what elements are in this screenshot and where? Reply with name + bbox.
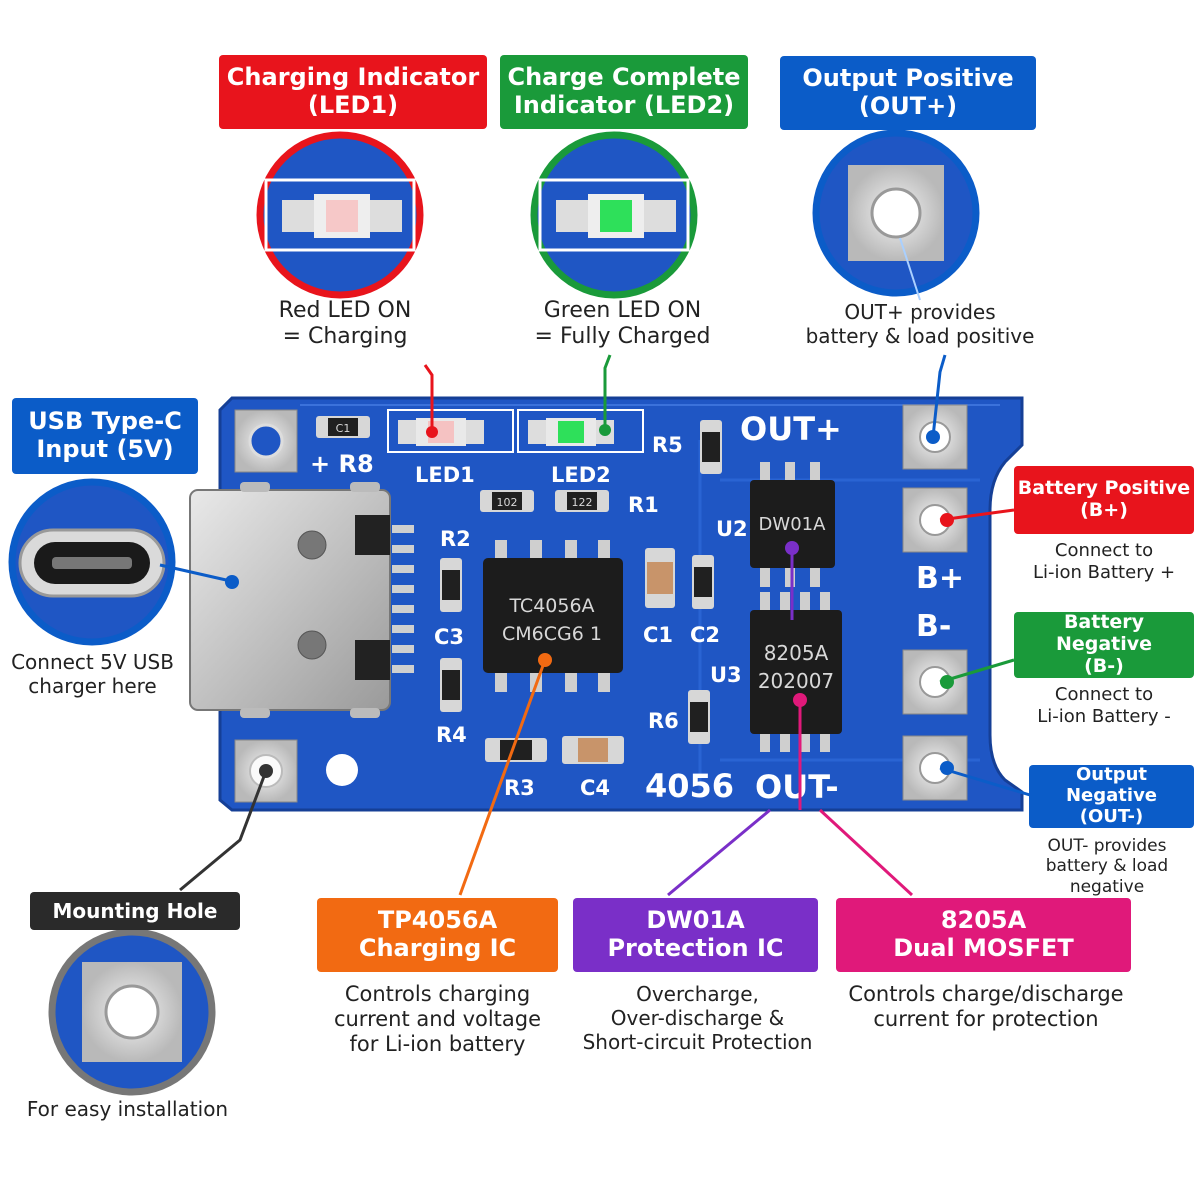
resistor-r5 [700,420,722,474]
silk-r2: R2 [440,527,471,551]
resistor-r1b: 122 [555,490,609,512]
svg-text:C1: C1 [336,422,351,435]
silkscreen: OUT+ OUT- B+ B- + R8 LED1 LED2 R5 R1 R2 … [310,410,964,806]
tp4056-marking-1: TC4056A [508,595,594,617]
silk-out-plus: OUT+ [740,410,842,448]
out-plus-callout-title: Output Positive(OUT+) [780,56,1036,130]
dw01a-chip: DW01A [750,462,835,587]
resistor-r6 [688,690,710,744]
resistor-r1: 102 [480,490,534,512]
silk-r3: R3 [504,776,535,800]
battery-positive-callout-title: Battery Positive(B+) [1014,466,1194,534]
silk-model: 4056 [645,767,734,805]
led2-zoom [530,131,698,299]
silk-r4: R4 [436,723,467,747]
mosfet-marking-2: 202007 [758,669,834,693]
led1-red [398,418,484,446]
capacitor-c1 [645,548,675,608]
usb-c-zoom [8,478,176,646]
silk-c2: C2 [690,623,720,647]
tp4056-chip: TC4056A CM6CG6 1 [483,540,623,692]
pad-out-minus[interactable] [902,735,968,801]
out-plus-zoom [812,129,980,297]
silk-u2: U2 [716,517,748,541]
resistor-r3 [485,738,547,762]
capacitor-c4 [562,736,624,764]
silk-r1: R1 [628,493,659,517]
led1-callout-title: Charging Indicator(LED1) [219,55,487,129]
silk-b-plus: B+ [916,561,964,596]
battery-negative-callout-title: Battery Negative(B-) [1014,611,1194,678]
silk-b-minus: B- [916,609,951,644]
resistor-r8: C1 [316,416,370,438]
pad-b-minus[interactable] [902,649,968,715]
silk-c3: C3 [434,625,464,649]
mounting-hole-callout-desc: For easy installation [26,1097,229,1121]
mosfet-marking-1: 8205A [764,641,829,665]
silk-r6: R6 [648,709,679,733]
silk-c4: C4 [580,776,610,800]
mounting-hole [326,754,358,786]
led1-zoom [256,131,424,299]
led2-green [528,418,614,446]
leader-lines [159,237,1031,897]
silk-r5: R5 [652,433,683,457]
svg-text:122: 122 [572,496,593,509]
pad-b-plus[interactable] [902,487,968,553]
resistor-r4 [440,658,462,712]
usb-c-connector[interactable] [189,482,414,718]
output-negative-callout-title: Output Negative(OUT-) [1029,765,1194,828]
led2-callout-desc: Green LED ON= Fully Charged [534,298,711,350]
pad-top-left[interactable] [234,409,298,473]
silk-led1: LED1 [415,463,475,487]
dw01a-marking: DW01A [759,514,827,535]
silk-r8: + R8 [310,450,374,478]
led1-callout-desc: Red LED ON= Charging [278,298,412,350]
resistor-r2 [440,558,462,612]
mounting-hole-zoom [48,928,216,1096]
resistor-c2 [692,555,714,609]
silk-led2: LED2 [551,463,611,487]
silk-out-minus: OUT- [755,768,839,806]
mounting-hole-callout-title: Mounting Hole [30,892,240,930]
tp4056-marking-2: CM6CG6 1 [502,623,602,645]
silk-c1: C1 [643,623,673,647]
mosfet-8205a-chip: 8205A 202007 [750,592,842,752]
silk-u3: U3 [710,663,742,687]
svg-text:102: 102 [497,496,518,509]
dw01a-callout-desc: Overcharge,Over-discharge &Short-circuit… [582,982,813,1054]
